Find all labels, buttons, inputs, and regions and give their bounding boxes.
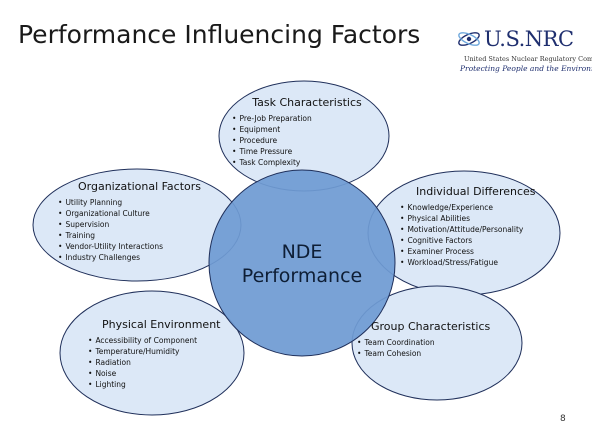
center-label-line2: Performance [241,265,363,287]
factor-item: Equipment [232,124,382,135]
factor-items: Knowledge/Experience Physical Abilities … [400,202,560,268]
page-number: 8 [560,414,566,424]
factor-task-characteristics: Task Characteristics Pre-Job Preparation… [232,96,382,168]
factor-item: Training [58,230,218,241]
factor-heading: Physical Environment [102,318,221,331]
factor-items: Accessibility of Component Temperature/H… [88,335,248,390]
factor-organizational-factors: Organizational Factors Utility Planning … [58,180,218,263]
factor-item: Workload/Stress/Fatigue [400,257,560,268]
factor-item: Pre-Job Preparation [232,113,382,124]
factor-item: Radiation [88,357,248,368]
factor-item: Temperature/Humidity [88,346,248,357]
factor-item: Vendor-Utility Interactions [58,241,218,252]
logo-subtitle: United States Nuclear Regulatory Commiss… [464,55,592,63]
logo-name: U.S.NRC [484,27,574,51]
factor-item: Time Pressure [232,146,382,157]
factor-item: Motivation/Attitude/Personality [400,224,560,235]
nrc-atom-icon [458,32,480,46]
factor-item: Industry Challenges [58,252,218,263]
factor-items: Utility Planning Organizational Culture … [58,197,218,263]
factor-heading: Task Characteristics [252,96,362,109]
center-label: NDE Performance [214,240,390,288]
factor-items: Pre-Job Preparation Equipment Procedure … [232,113,382,168]
factor-item: Cognitive Factors [400,235,560,246]
factor-individual-differences: Individual Differences Knowledge/Experie… [400,185,560,268]
factor-physical-environment: Physical Environment Accessibility of Co… [88,318,248,390]
factor-item: Utility Planning [58,197,218,208]
center-circle [208,169,396,357]
slide-title: Performance Influencing Factors [18,20,421,49]
factor-item: Procedure [232,135,382,146]
center-label-line1: NDE [281,241,323,263]
logo-tagline: Protecting People and the Environment [460,64,592,73]
factor-item: Lighting [88,379,248,390]
factor-item: Accessibility of Component [88,335,248,346]
factor-item: Physical Abilities [400,213,560,224]
factor-item: Supervision [58,219,218,230]
nrc-logo-row: U.S.NRC [456,26,574,52]
factor-heading: Group Characteristics [371,320,491,333]
factor-item: Knowledge/Experience [400,202,560,213]
factor-group-characteristics: Group Characteristics Team Coordination … [357,320,517,359]
factor-item: Team Cohesion [357,348,517,359]
factor-heading: Organizational Factors [78,180,202,193]
factor-heading: Individual Differences [416,185,536,198]
nrc-logo: U.S.NRC United States Nuclear Regulatory… [456,26,592,76]
factor-item: Team Coordination [357,337,517,348]
factor-items: Team Coordination Team Cohesion [357,337,517,359]
factor-item: Noise [88,368,248,379]
factor-item: Organizational Culture [58,208,218,219]
factor-item: Task Complexity [232,157,382,168]
factor-item: Examiner Process [400,246,560,257]
